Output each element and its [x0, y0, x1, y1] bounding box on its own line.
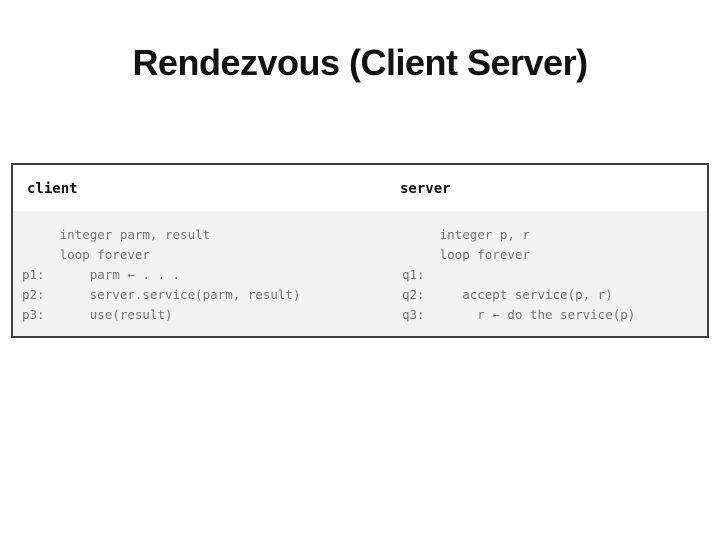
client-code-column: integer parm, result loop forever p1: pa…	[13, 211, 391, 336]
slide-title: Rendezvous (Client Server)	[132, 42, 588, 83]
server-code-column: integer p, r loop forever q1: q2: accept…	[391, 211, 707, 336]
code-line: q1:	[402, 267, 425, 282]
figure-header-row: client server	[13, 165, 707, 211]
code-line: integer parm, result	[22, 227, 211, 242]
server-code-block: integer p, r loop forever q1: q2: accept…	[391, 211, 707, 325]
code-line: integer p, r	[402, 227, 530, 242]
client-header-label: client	[27, 181, 78, 197]
code-line: q2: accept service(p, r)	[402, 287, 613, 302]
code-line: q3: r ← do the service(p)	[402, 307, 636, 322]
server-header-label: server	[400, 181, 451, 197]
code-line: p1: parm ← . . .	[22, 267, 181, 282]
figure-body-row: integer parm, result loop forever p1: pa…	[13, 211, 707, 336]
code-line: loop forever	[402, 247, 530, 262]
code-line: p3: use(result)	[22, 307, 173, 322]
client-header-cell: client	[13, 165, 391, 211]
algorithm-figure: client server integer parm, result loop …	[11, 163, 709, 338]
client-code-block: integer parm, result loop forever p1: pa…	[13, 211, 391, 325]
code-line: p2: server.service(parm, result)	[22, 287, 301, 302]
server-header-cell: server	[391, 165, 707, 211]
code-line: loop forever	[22, 247, 150, 262]
